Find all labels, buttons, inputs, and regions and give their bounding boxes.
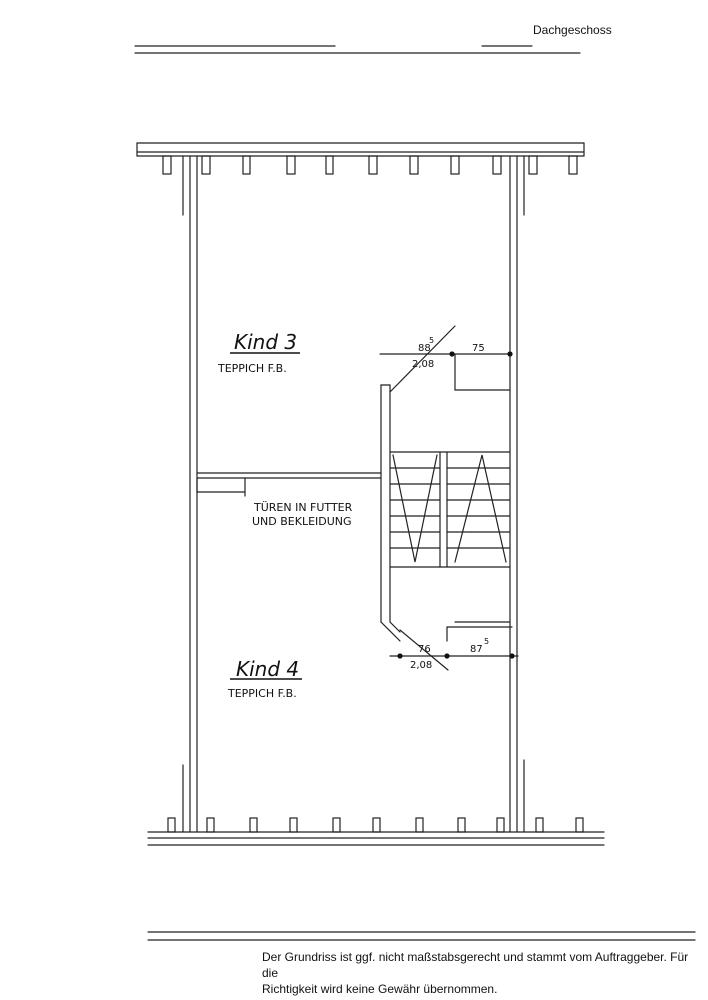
disclaimer-line-1: Der Grundriss ist ggf. nicht maßstabsger… <box>262 950 689 980</box>
door-note-line1: TÜREN IN FUTTER <box>253 501 353 514</box>
room-floor-kind3: TEPPICH F.B. <box>217 362 287 375</box>
door-swings <box>389 325 456 671</box>
partition-wall <box>196 472 382 497</box>
sheet-title: Dachgeschoss <box>533 23 612 37</box>
dim-upper-a: 88 <box>418 343 431 354</box>
door-note-line2: UND BEKLEIDUNG <box>252 515 352 528</box>
dim-lower-c: 87 <box>470 644 483 655</box>
dim-upper-b: 2,08 <box>412 359 434 370</box>
bottom-eave <box>147 817 605 846</box>
side-walls <box>182 155 525 833</box>
disclaimer: Der Grundriss ist ggf. nicht maßstabsger… <box>262 949 702 997</box>
room-name-kind3: Kind 3 <box>234 330 297 354</box>
footer-lines <box>147 931 696 941</box>
dimension-dots <box>397 351 515 659</box>
dim-lower-c-sup: 5 <box>484 637 489 646</box>
staircase <box>389 451 511 568</box>
dim-upper-c: 75 <box>472 343 485 354</box>
room-name-kind4: Kind 4 <box>236 657 299 681</box>
room-floor-kind4: TEPPICH F.B. <box>227 687 297 700</box>
stair-enclosure <box>380 354 513 642</box>
dimension-lines <box>379 353 519 657</box>
header-lines <box>134 45 581 54</box>
disclaimer-line-2: Richtigkeit wird keine Gewähr übernommen… <box>262 982 498 996</box>
dim-lower-b: 2,08 <box>410 660 432 671</box>
dim-upper-a-sup: 5 <box>429 336 434 345</box>
dim-lower-a: 76 <box>418 644 431 655</box>
top-eave <box>136 142 585 175</box>
